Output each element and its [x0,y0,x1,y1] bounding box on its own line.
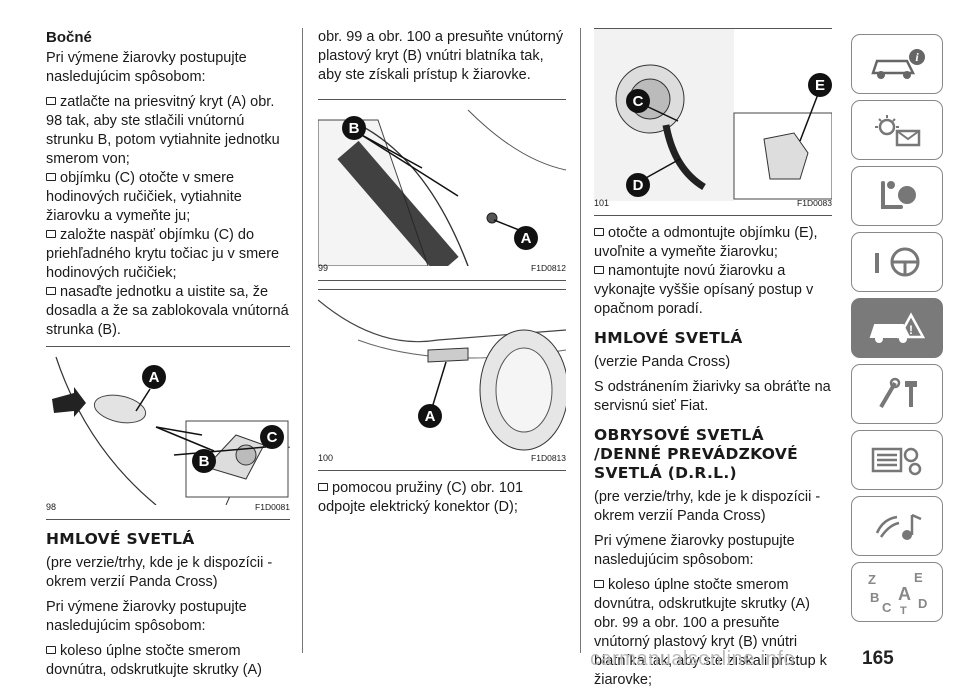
step-1: zatlačte na priesvitný kryt (A) obr. 98 … [46,94,280,167]
section-title-fog-lights: HMLOVÉ SVETLÁ [46,530,195,548]
column-divider [580,28,581,653]
figure-98: A C B 98 F1D0081 [46,346,290,520]
tab-technical-data[interactable] [851,430,943,490]
section-note: (verzie Panda Cross) [594,354,731,370]
tab-maintenance[interactable] [851,364,943,424]
tab-emergency[interactable]: ! [851,298,943,358]
section-heading-bocne: Bočné [46,29,92,46]
svg-text:B: B [349,120,360,137]
warning-lights-icon [875,115,921,147]
svg-text:C: C [267,429,278,446]
svg-text:E: E [914,570,923,585]
bullet-icon [594,580,604,588]
underbody-illustration: A [318,299,566,451]
fog-lamp-illustration: C D E [594,29,832,201]
step-bulb-2: namontujte novú žiarovku a vykonajte vyš… [594,263,814,317]
svg-text:A: A [898,584,911,604]
step-4: nasaďte jednotku a uistite sa, že dosadl… [46,284,289,338]
svg-text:C: C [633,93,644,110]
figure-99: B A 99 F1D0812 [318,99,566,281]
figure-100: A 100 F1D0813 [318,289,566,471]
figure-code: F1D0813 [531,453,566,463]
column-1: Bočné Pri výmene žiarovky postupujte nas… [46,28,290,686]
column-3: C D E 101 F1D0083 otočte a odmontujte ob… [594,28,832,696]
bullet-icon [318,483,328,491]
figure-code: F1D0083 [797,198,832,208]
tab-multimedia[interactable] [851,496,943,556]
svg-text:E: E [815,77,825,94]
maintenance-icon [879,377,917,409]
side-light-illustration: A C B [52,356,290,505]
bullet-icon [594,266,604,274]
car-info-icon: i [871,49,925,79]
section-step: koleso úplne stočte smerom dovnútra, ods… [46,643,262,678]
svg-text:A: A [425,408,436,425]
emergency-icon: ! [869,312,926,343]
section-step: koleso úplne stočte smerom dovnútra, ods… [594,577,827,688]
tab-car-info[interactable]: i [851,34,943,94]
bullet-icon [46,173,56,181]
svg-text:D: D [918,596,927,611]
section-note: (pre verzie/trhy, kde je k dispozícii - … [46,555,273,590]
bullet-icon [46,646,56,654]
section-note: (pre verzie/trhy, kde je k dispozícii - … [594,489,821,524]
multimedia-icon [875,513,922,540]
step-2: objímku (C) otočte v smere hodinových ru… [46,170,242,224]
index-icon: Z E B A C D T [868,570,927,614]
step-bulb-1: otočte a odmontujte objímku (E), uvoľnit… [594,225,818,260]
step-connector: pomocou pružiny (C) obr. 101 odpojte ele… [318,480,524,515]
chapter-sidebar: i ! Z E B A C D T [851,34,943,628]
svg-text:A: A [149,369,160,386]
svg-text:B: B [199,453,210,470]
section-text: S odstránením žiarivky sa obráťte na ser… [594,379,831,414]
bullet-icon [46,230,56,238]
wheel-arch-illustration: B A [318,109,566,266]
column-2: obr. 99 a obr. 100 a presuňte vnútorný p… [318,28,566,523]
figure-number: 98 [46,502,57,512]
figure-code: F1D0081 [255,502,290,512]
page-number: 165 [862,648,894,669]
section-title-fog-lights-cross: HMLOVÉ SVETLÁ [594,329,743,347]
tab-index[interactable]: Z E B A C D T [851,562,943,622]
svg-text:D: D [633,177,644,194]
steering-wheel-icon [875,247,920,277]
bullet-icon [46,287,56,295]
continued-text: obr. 99 a obr. 100 a presuňte vnútorný p… [318,29,564,83]
svg-text:B: B [870,590,879,605]
figure-number: 101 [594,198,610,208]
svg-text:i: i [915,50,919,64]
bullet-icon [46,97,56,105]
tab-driving[interactable] [851,232,943,292]
svg-text:Z: Z [868,572,876,587]
figure-code: F1D0812 [531,263,566,273]
bullet-icon [594,228,604,236]
figure-101: C D E 101 F1D0083 [594,28,832,216]
tab-warning-lights[interactable] [851,100,943,160]
svg-text:A: A [521,230,532,247]
section-intro: Pri výmene žiarovky postupujte nasledujú… [594,533,795,568]
watermark: carmanualsonline.info [590,648,796,670]
figure-number: 99 [318,263,329,273]
section-title-drl: OBRYSOVÉ SVETLÁ /DENNÉ PREVÁDZKOVÉ SVETL… [594,426,799,482]
svg-text:!: ! [909,323,913,337]
arrow-icon [52,387,86,417]
technical-data-icon [871,447,922,476]
tab-safety[interactable] [851,166,943,226]
intro-text: Pri výmene žiarovky postupujte nasledujú… [46,50,247,85]
figure-number: 100 [318,453,334,463]
section-intro: Pri výmene žiarovky postupujte nasledujú… [46,599,247,634]
svg-text:T: T [900,605,907,614]
step-3: založte naspäť objímku (C) do priehľadné… [46,227,280,281]
column-divider [302,28,303,653]
seat-airbag-icon [881,181,916,209]
svg-text:C: C [882,600,892,614]
